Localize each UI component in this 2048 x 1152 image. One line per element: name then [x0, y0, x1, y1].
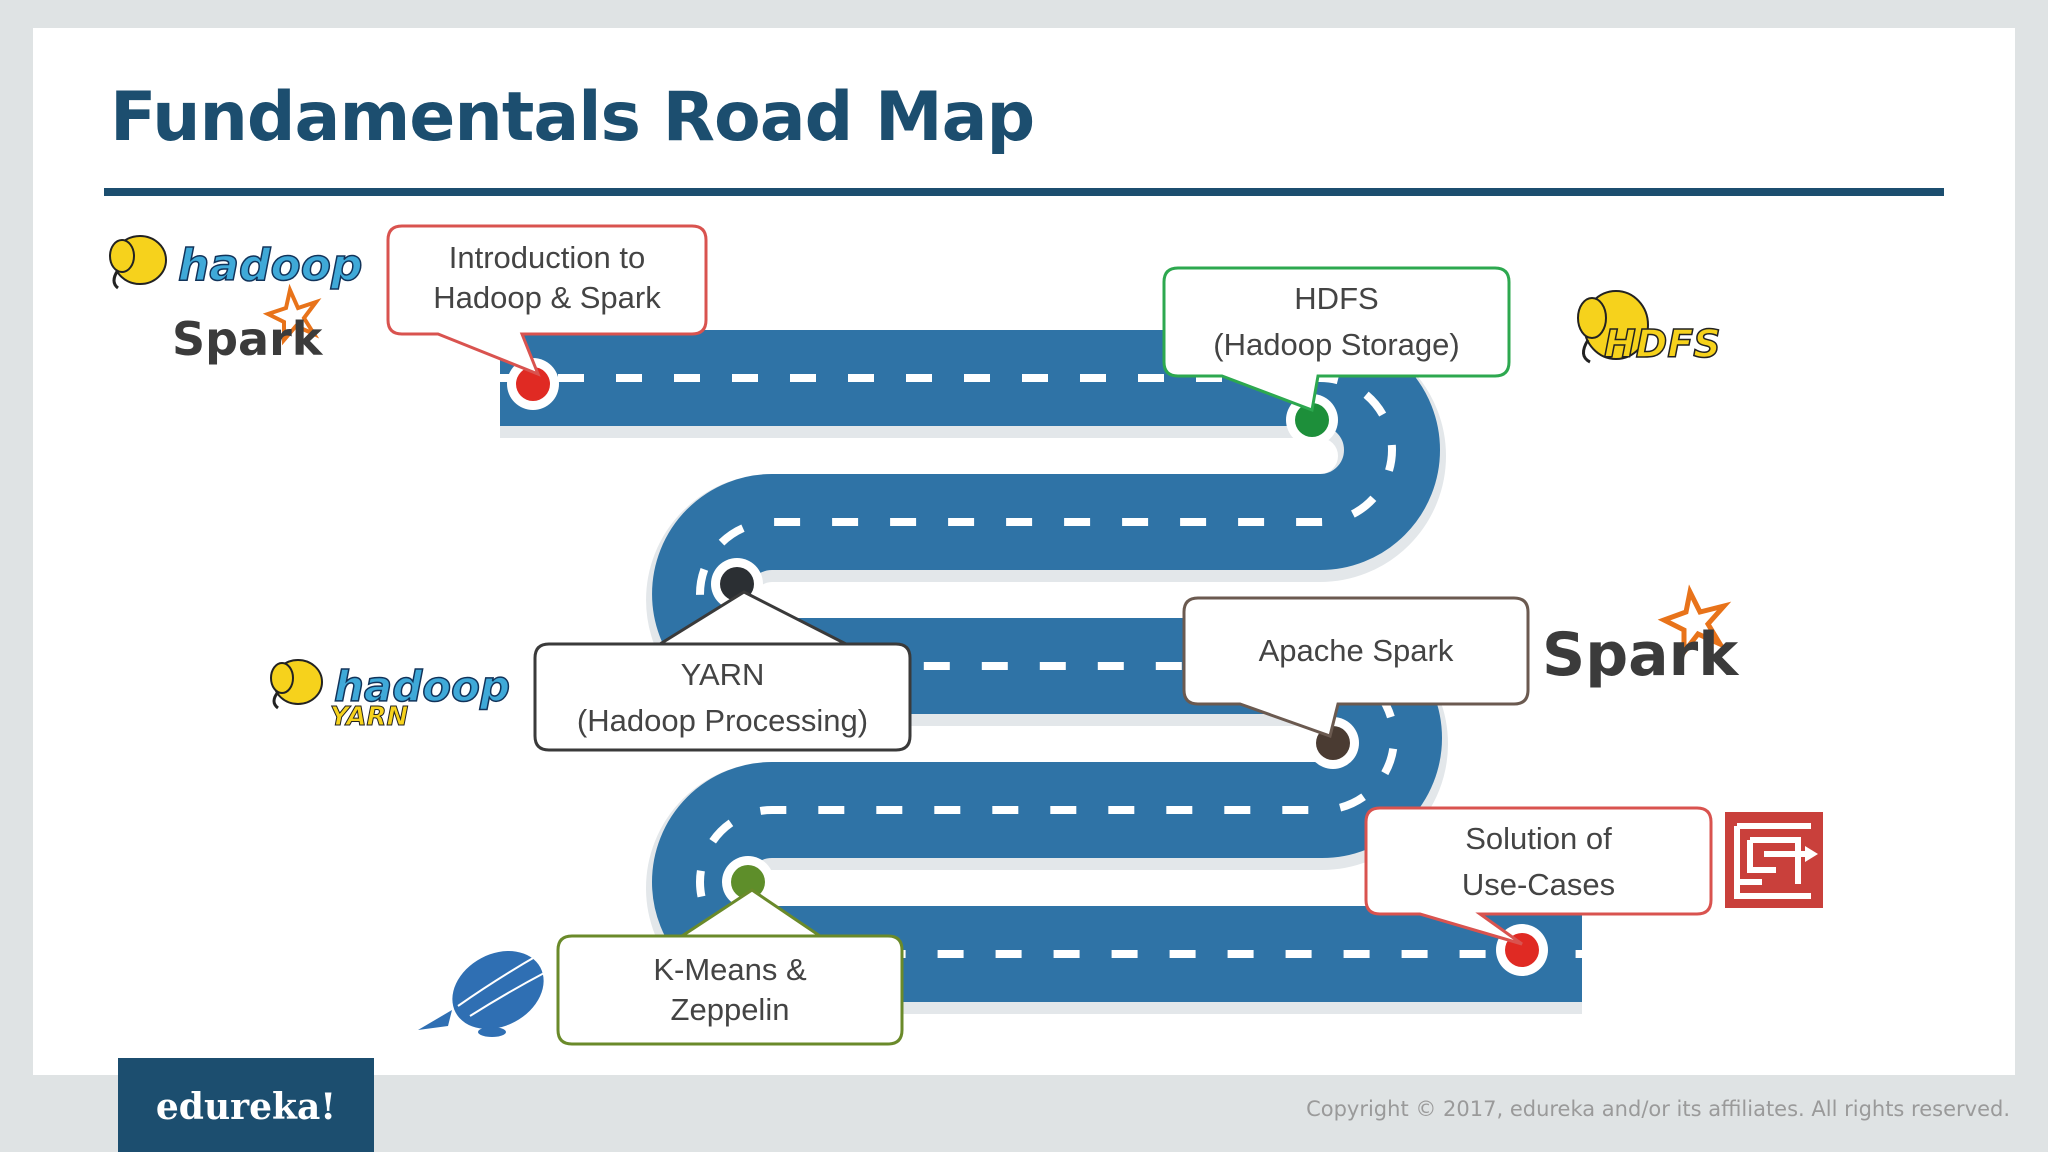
milestone-3-label: YARN (Hadoop Processing): [535, 652, 910, 744]
milestone-3-line1: YARN: [680, 657, 765, 692]
elephant-icon: [109, 235, 167, 290]
milestone-dot-1: [507, 358, 559, 410]
milestone-1-line1: Introduction to: [448, 240, 646, 275]
spark-logo-text: Spark: [172, 312, 323, 366]
callout-3-box: [533, 590, 912, 752]
milestone-2-label: HDFS (Hadoop Storage): [1164, 276, 1509, 368]
spark-star-icon: [1657, 584, 1732, 660]
hadoop-yarn-logo-text: hadoop: [333, 661, 511, 712]
milestone-4-label: Apache Spark: [1184, 628, 1528, 674]
milestone-6-label: Solution of Use-Cases: [1366, 816, 1711, 908]
brand-text: edureka!: [155, 1086, 337, 1128]
elephant-icon: [1577, 290, 1649, 364]
milestone-2-line1: HDFS: [1294, 281, 1379, 316]
milestone-6-line1: Solution of: [1465, 821, 1612, 856]
callout-1-box: [386, 224, 708, 377]
milestone-3-line2: (Hadoop Processing): [576, 703, 869, 738]
hadoop-logo-text: hadoop: [177, 239, 363, 292]
milestone-4-line1: Apache Spark: [1258, 633, 1454, 668]
callout-4-box: [1182, 596, 1530, 738]
milestone-5-line1: K-Means &: [653, 952, 807, 987]
spark-star-icon: [262, 283, 322, 346]
edureka-logo: edureka!: [118, 1058, 374, 1152]
title-underline: [104, 188, 1944, 196]
milestone-1-line2: Hadoop & Spark: [433, 280, 661, 315]
zeppelin-blimp-icon: [418, 951, 547, 1037]
yarn-logo-text: YARN: [329, 702, 409, 733]
road-center-line: [500, 374, 1582, 958]
copyright-text: Copyright © 2017, edureka and/or its aff…: [1306, 1097, 2010, 1121]
callout-6-box: [1364, 806, 1713, 946]
spark-logo-text-large: Spark: [1542, 620, 1739, 690]
milestone-5-label: K-Means & Zeppelin: [558, 950, 902, 1030]
maze-icon: [1725, 812, 1823, 908]
callout-2-box: [1162, 266, 1511, 413]
milestone-5-line2: Zeppelin: [670, 992, 790, 1027]
milestone-1-label: Introduction to Hadoop & Spark: [388, 238, 706, 318]
hdfs-logo-text: HDFS: [1603, 321, 1721, 367]
page-title: Fundamentals Road Map: [110, 78, 1035, 157]
callout-5-box: [556, 888, 904, 1046]
milestone-6-line2: Use-Cases: [1461, 867, 1616, 902]
milestone-dot-2: [1286, 394, 1338, 446]
elephant-icon: [270, 659, 323, 710]
milestone-2-line2: (Hadoop Storage): [1213, 327, 1460, 362]
